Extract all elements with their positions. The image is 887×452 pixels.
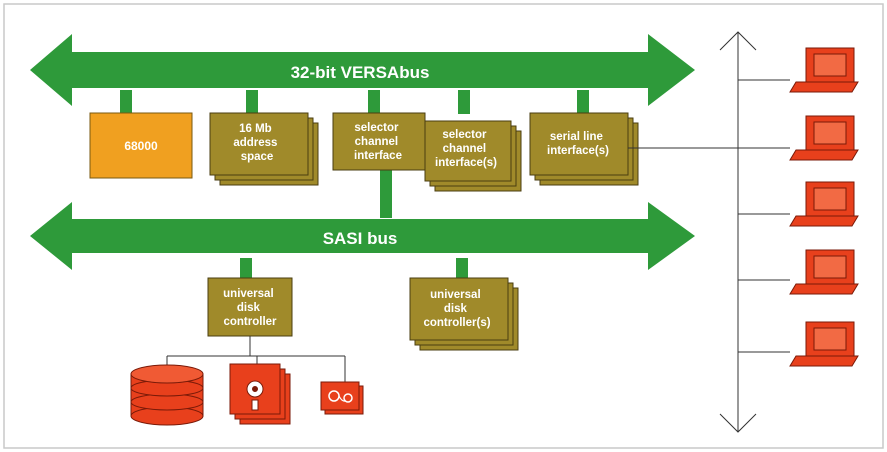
terminal-icon [789,181,859,227]
diagram-frame [3,3,884,449]
disk-label-2: disk [237,302,261,314]
disk-n-label-2: disk [444,303,468,315]
memory-label-1: 16 Mb [239,123,272,135]
terminal-icon [789,115,859,161]
memory-board-stack: 16 Mb address space [209,112,319,186]
bus-connectors [120,90,589,280]
svg-text:selector channel i: selector channel interface [354,122,402,162]
selector-label-3: interface [354,150,402,162]
svg-text:serial line interface(s): serial line interface(s) [547,131,609,157]
svg-text:selector channel i: selector channel interface(s) [435,129,497,169]
versabus-arrow [30,34,695,106]
sasi-bus: SASI bus [30,202,695,270]
sasi-bus-arrow [30,202,695,270]
svg-text:universal disk con: universal disk controller(s) [423,289,490,329]
selector-n-label-2: channel [443,143,486,155]
disk-controller-board-stack: universal disk controller(s) [409,277,519,351]
serial-label-2: interface(s) [547,145,609,157]
disk-n-label-1: universal [430,289,481,301]
terminal-icons [789,47,859,367]
memory-label-3: space [241,151,274,163]
terminal-icon [789,249,859,295]
selector-label-1: selector [354,122,399,134]
versabus: 32-bit VERSAbus [30,34,695,106]
terminal-line [628,31,790,433]
disk-controller-board: universal disk controller [207,277,293,337]
terminal-icon [789,47,859,93]
serial-board-stack: serial line interface(s) [529,112,639,186]
cpu-label: 68000 [124,139,158,153]
svg-text:universal disk con: universal disk controller [223,288,277,328]
floppy-disk-icon [229,363,291,425]
disk-n-label-3: controller(s) [423,317,490,329]
serial-label-1: serial line [550,131,603,143]
svg-text:16 Mb address spac: 16 Mb address space [233,123,280,163]
selector-label-2: channel [355,136,398,148]
disk-label-3: controller [223,316,277,328]
cpu-board: 68000 [89,112,193,179]
memory-label-2: address [233,137,277,149]
versabus-label: 32-bit VERSAbus [291,63,430,82]
tape-drive-icon [320,381,364,415]
selector-board-stack: selector channel interface(s) [424,120,522,192]
selector-n-label-3: interface(s) [435,157,497,169]
disk-label-1: universal [223,288,274,300]
selector-n-label-1: selector [442,129,487,141]
sasi-bus-label: SASI bus [323,229,398,248]
selector-board: selector channel interface [332,112,426,171]
disk-drive-icon [130,364,204,426]
terminal-icon [789,321,859,367]
